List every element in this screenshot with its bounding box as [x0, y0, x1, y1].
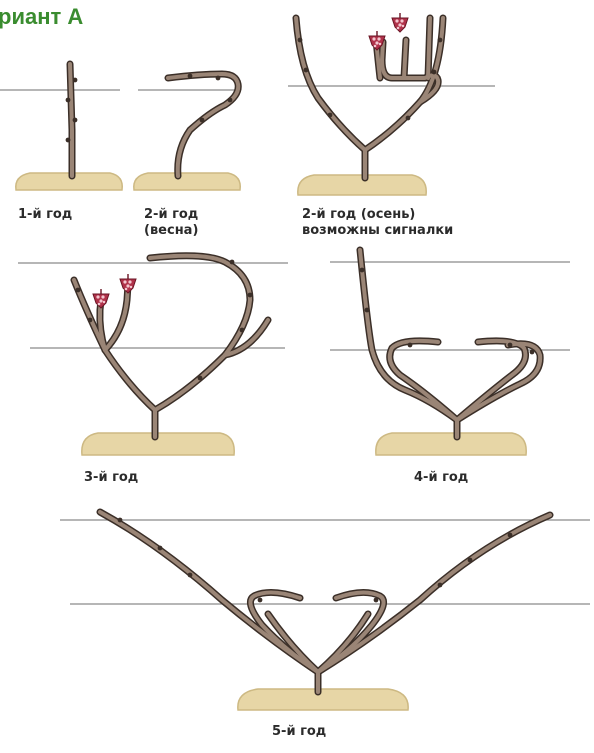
- label-year3: 3-й год: [84, 470, 138, 486]
- diagram-title: риант А: [0, 4, 83, 30]
- label-year2-autumn-line1: 2-й год (осень): [302, 207, 453, 223]
- label-year2-spring-line1: 2-й год: [144, 207, 198, 223]
- grape-cluster-icon: [120, 274, 136, 293]
- soil-panel5: [376, 433, 526, 455]
- vine-panel3-left-arm: [296, 18, 365, 178]
- label-year2-autumn: 2-й год (осень) возможны сигналки: [302, 207, 453, 239]
- soil-panel6: [238, 689, 408, 710]
- label-year2-spring-line2: (весна): [144, 223, 198, 239]
- vine-stems: [70, 18, 550, 692]
- label-year2-spring: 2-й год (весна): [144, 207, 198, 239]
- label-year1: 1-й год: [18, 207, 72, 223]
- vine-panel6-left-arm: [100, 512, 318, 692]
- vine-panel1: [70, 64, 72, 176]
- trellis-wires: [0, 86, 590, 604]
- vine-panel2: [168, 74, 238, 176]
- vine-panel4-right-arm: [150, 256, 250, 410]
- grape-cluster-icon: [392, 13, 408, 32]
- grape-cluster-icon: [93, 289, 109, 308]
- soil-panel2: [134, 173, 240, 190]
- vine-outlines: [70, 18, 550, 692]
- label-year2-autumn-line2: возможны сигналки: [302, 223, 453, 239]
- vine-buds: [66, 38, 535, 603]
- label-year4: 4-й год: [414, 470, 468, 486]
- label-year5: 5-й год: [272, 724, 326, 740]
